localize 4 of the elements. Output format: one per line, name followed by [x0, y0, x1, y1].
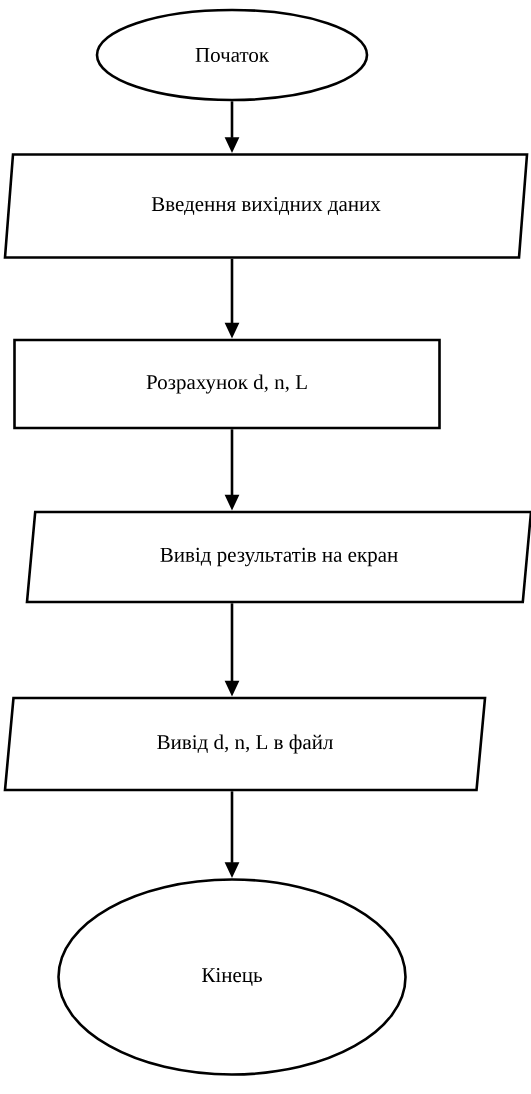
output-parallelogram: Вивід результатів на екран [25, 510, 531, 604]
input-parallelogram: Введення вихідних даних [3, 153, 529, 259]
process-box: Розрахунок d, n, L [13, 338, 441, 430]
output-parallelogram: Вивід d, n, L в файл [3, 696, 487, 792]
